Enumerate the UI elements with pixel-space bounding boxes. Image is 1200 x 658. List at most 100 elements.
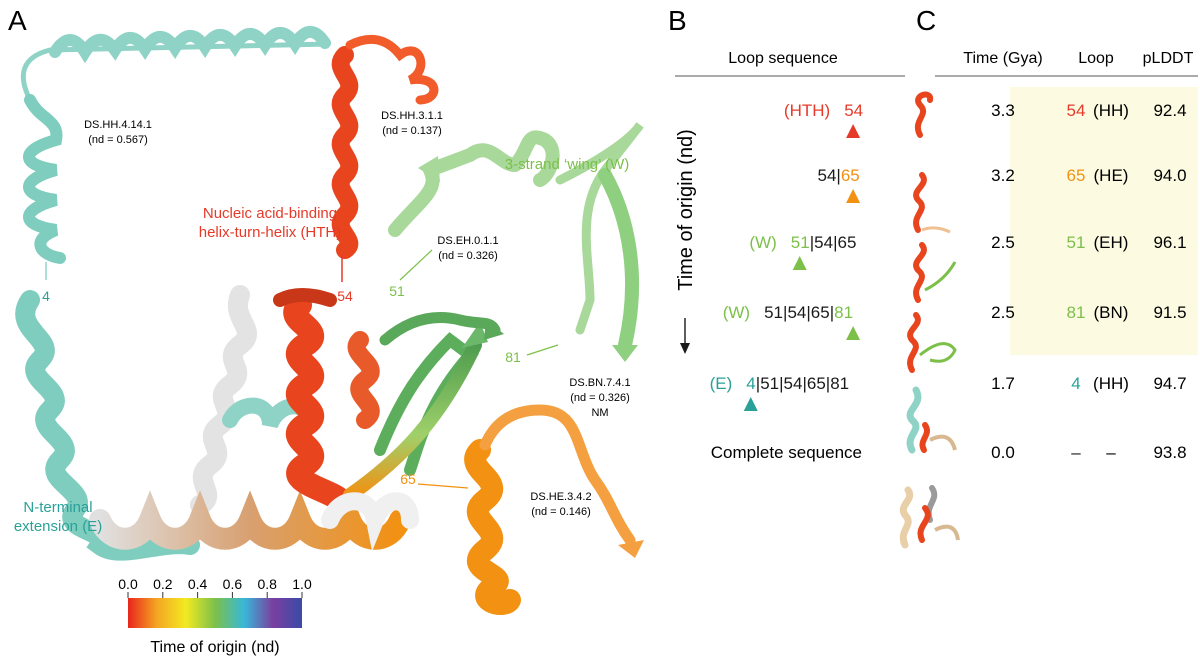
colorbar-ticks: 0.0 0.2 0.4 0.6 0.8 1.0 xyxy=(118,576,312,598)
colorbar-tick-label: 0.8 xyxy=(257,576,277,592)
row-loop-type: (HH) xyxy=(1093,101,1129,120)
fragment-hh-3-1-1-id: DS.HH.3.1.1 xyxy=(381,110,443,122)
new-loop-marker xyxy=(846,189,861,203)
sequence-separator: | xyxy=(810,233,814,252)
row-plddt: 94.7 xyxy=(1153,374,1186,393)
sequence-loop: 65 xyxy=(841,166,860,185)
thumbnail-row-1 xyxy=(915,91,934,138)
fragment-he-3-4-2-id: DS.HE.3.4.2 xyxy=(530,491,591,503)
panel-letter-c: C xyxy=(916,5,936,36)
thumbnail-row-4 xyxy=(907,312,957,373)
colorbar-tick-label: 1.0 xyxy=(292,576,312,592)
fragment-bn-7-4-1-ribbon xyxy=(555,122,644,362)
sequence-loop: 51 xyxy=(760,374,779,393)
label-wing: 3-strand ‘wing’ (W) xyxy=(505,156,629,173)
row-loop-number: 51 xyxy=(1067,233,1086,252)
colorbar-tick-label: 0.2 xyxy=(153,576,173,592)
label-hth-line1: Nucleic acid-binding xyxy=(203,205,337,222)
row-loop-number: – xyxy=(1071,443,1081,462)
row-tag: Complete sequence xyxy=(711,443,862,462)
colorbar-title: Time of origin (nd) xyxy=(150,639,279,656)
row-loop-type: (EH) xyxy=(1094,233,1129,252)
colorbar-tick-label: 0.6 xyxy=(223,576,243,592)
new-loop-marker xyxy=(846,326,861,340)
row-plddt: 92.4 xyxy=(1153,101,1186,120)
sequence-separator: | xyxy=(836,166,840,185)
row-plddt: 96.1 xyxy=(1153,233,1186,252)
fragment-bn-7-4-1-extra: NM xyxy=(591,407,608,419)
colorbar: 0.0 0.2 0.4 0.6 0.8 1.0 Time of origin (nd) xyxy=(118,576,312,656)
fragment-eh-0-1-1-id: DS.EH.0.1.1 xyxy=(437,235,498,247)
panel-letter-b: B xyxy=(668,5,687,36)
highlight-region xyxy=(1010,87,1198,355)
row-plddt: 93.8 xyxy=(1153,443,1186,462)
fragment-hh-4-14-1-ribbon xyxy=(20,25,331,264)
sequence-loop: 65 xyxy=(837,233,856,252)
row-tag: (W) xyxy=(749,233,776,252)
colorbar-tick-label: 0.0 xyxy=(118,576,138,592)
sequence-loop: 81 xyxy=(830,374,849,393)
header-loop: Loop xyxy=(1078,50,1114,67)
sequence-separator: | xyxy=(756,374,760,393)
row-tag: (HTH) xyxy=(784,101,830,120)
row-time: 3.3 xyxy=(991,101,1015,120)
row-sequence: 51|54|65|81 xyxy=(764,303,853,322)
fragment-hh-3-1-1-nd: (nd = 0.137) xyxy=(382,125,442,137)
thumbnail-row-6 xyxy=(899,485,960,549)
sequence-loop: 51 xyxy=(791,233,810,252)
row-plddt: 91.5 xyxy=(1153,303,1186,322)
panel-letter-a: A xyxy=(8,5,27,36)
row-time: 3.2 xyxy=(991,166,1015,185)
time-axis-label: Time of origin (nd) xyxy=(675,129,697,291)
sequence-separator: | xyxy=(802,374,806,393)
colorbar-tick-label: 0.4 xyxy=(188,576,208,592)
sequence-loop: 65 xyxy=(811,303,830,322)
row-loop-type: (BN) xyxy=(1094,303,1129,322)
row-loop-type: (HH) xyxy=(1093,374,1129,393)
fragment-he-3-4-2-ribbon xyxy=(464,404,644,615)
sequence-loop: 54 xyxy=(844,101,863,120)
sequence-loop: 54 xyxy=(818,166,837,185)
sequence-separator: | xyxy=(806,303,810,322)
row-loop-number: 81 xyxy=(1067,303,1086,322)
sequence-separator: | xyxy=(783,303,787,322)
row-sequence: 54|65 xyxy=(818,166,860,185)
label-ext-line2: extension (E) xyxy=(14,518,102,535)
central-protein-ribbon xyxy=(15,285,504,561)
sequence-separator: | xyxy=(830,303,834,322)
fragment-hh-4-14-1-id: DS.HH.4.14.1 xyxy=(84,119,152,131)
new-loop-marker xyxy=(792,256,807,270)
table-row: 54 (HTH) 3.3 54 (HH) 92.4 xyxy=(784,101,1187,138)
fragment-eh-0-1-1-nd: (nd = 0.326) xyxy=(438,250,498,262)
header-plddt: pLDDT xyxy=(1143,50,1194,67)
sequence-loop: 81 xyxy=(834,303,853,322)
fragment-bn-7-4-1-id: DS.BN.7.4.1 xyxy=(569,377,630,389)
sequence-loop: 65 xyxy=(807,374,826,393)
loop-label-65: 65 xyxy=(400,471,416,487)
row-sequence: 54 xyxy=(844,101,863,120)
row-time: 1.7 xyxy=(991,374,1015,393)
sequence-loop: 54 xyxy=(787,303,806,322)
row-loop-number: 54 xyxy=(1067,101,1086,120)
row-time: 2.5 xyxy=(991,303,1015,322)
time-axis-arrowhead xyxy=(680,343,690,354)
panel-bc-table: Loop sequence Time (Gya) Loop pLDDT Time… xyxy=(675,50,1198,549)
row-time: 0.0 xyxy=(991,443,1015,462)
header-time: Time (Gya) xyxy=(963,50,1042,67)
row-loop-number: 65 xyxy=(1067,166,1086,185)
sequence-separator: | xyxy=(779,374,783,393)
new-loop-marker xyxy=(846,124,861,138)
sequence-loop: 51 xyxy=(764,303,783,322)
row-loop-type: (HE) xyxy=(1094,166,1129,185)
sequence-separator: | xyxy=(833,233,837,252)
new-loop-marker xyxy=(743,397,758,411)
sequence-loop: 54 xyxy=(814,233,833,252)
sequence-separator: | xyxy=(826,374,830,393)
